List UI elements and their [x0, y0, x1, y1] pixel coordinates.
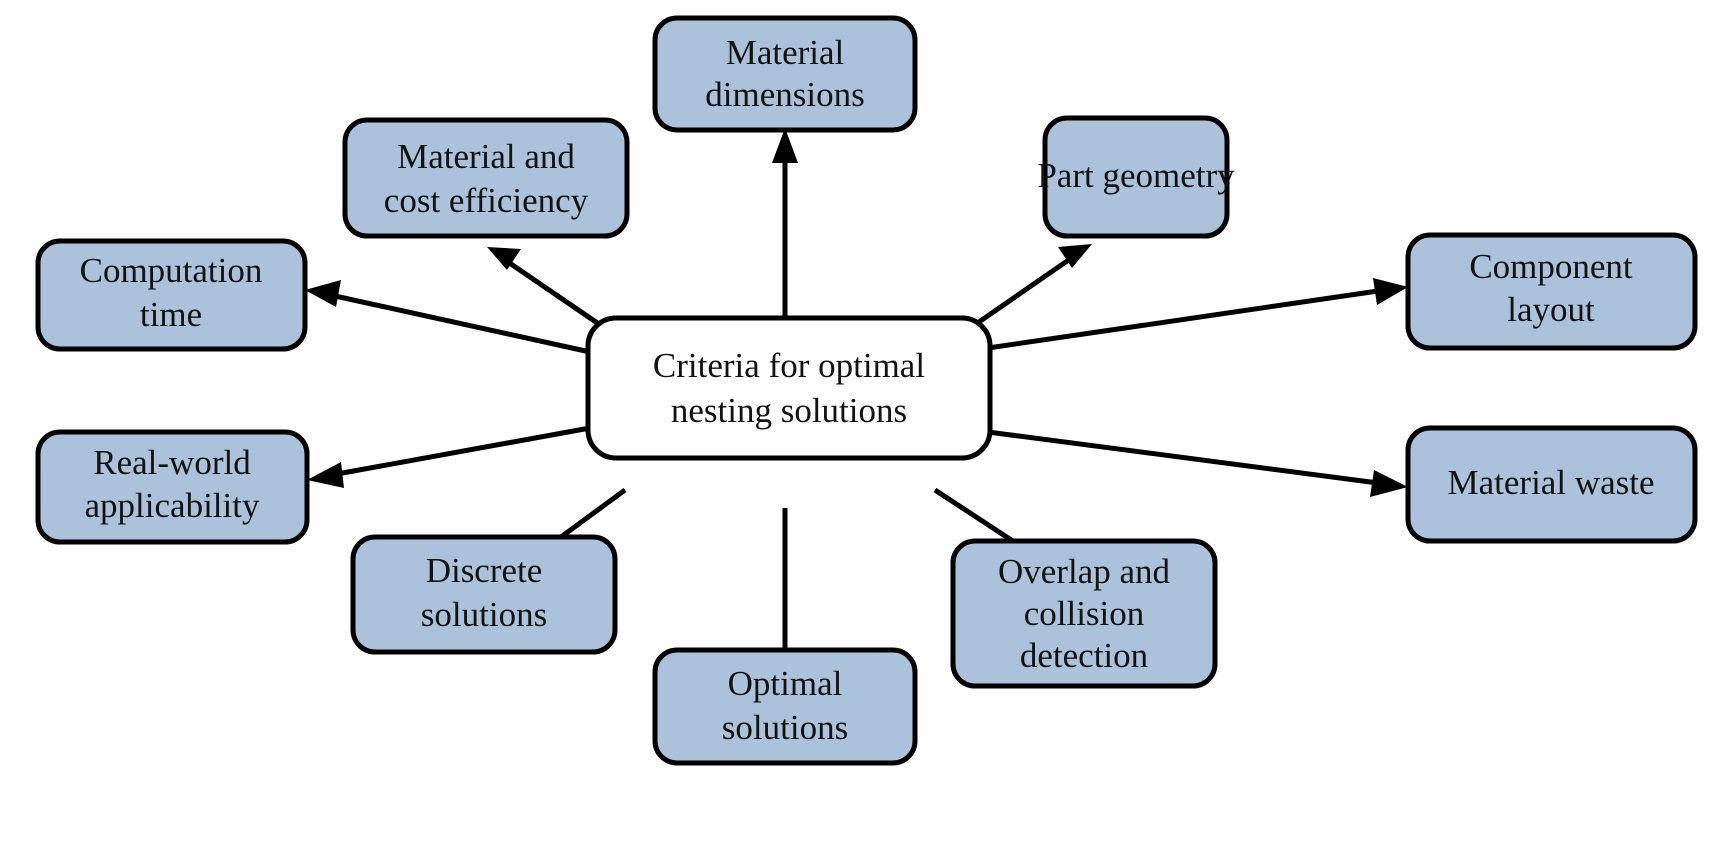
- node-discrete-solutions-line-1: Discrete: [426, 551, 543, 590]
- node-optimal-solutions-box[interactable]: [652, 647, 918, 766]
- node-center-criteria-line-1: Criteria for optimal: [653, 346, 925, 385]
- node-overlap-and-collision-detection-box[interactable]: [950, 538, 1218, 689]
- node-overlap-and-collision-detection-line-3: detection: [1020, 636, 1148, 675]
- node-discrete-solutions-line-2: solutions: [421, 595, 547, 634]
- arrow-head-icon: [772, 128, 798, 163]
- node-real-world-applicability-line-2: applicability: [85, 486, 260, 525]
- node-overlap-and-collision-detection-line-1: Overlap and: [998, 552, 1171, 591]
- node-material-waste-line-1: Material waste: [1448, 463, 1655, 502]
- arrow-head-icon: [305, 280, 341, 307]
- edge-center-to-material-dimensions: [772, 128, 798, 318]
- nodes-group: Material dimensions Material and cost ef…: [35, 15, 1698, 766]
- edge-center-to-real-world-applicability: [307, 425, 591, 488]
- node-center-criteria-box[interactable]: [585, 315, 993, 461]
- arrow-head-icon: [1373, 278, 1408, 305]
- node-discrete-solutions[interactable]: Discrete solutions: [350, 534, 618, 655]
- node-computation-time-line-2: time: [140, 295, 202, 334]
- node-center-criteria-line-2: nesting solutions: [671, 391, 907, 430]
- node-overlap-and-collision-detection[interactable]: Overlap and collision detection: [950, 538, 1218, 689]
- edge-center-to-material-waste: [987, 429, 1408, 497]
- node-optimal-solutions-line-1: Optimal: [728, 664, 843, 703]
- node-overlap-and-collision-detection-line-2: collision: [1024, 594, 1145, 633]
- edge-center-to-part-geometry: [961, 244, 1092, 336]
- node-component-layout-line-2: layout: [1507, 290, 1595, 329]
- node-computation-time-box[interactable]: [35, 238, 308, 352]
- node-real-world-applicability-box[interactable]: [35, 429, 310, 545]
- node-discrete-solutions-box[interactable]: [350, 534, 618, 655]
- node-component-layout-line-1: Component: [1469, 247, 1633, 286]
- node-real-world-applicability[interactable]: Real-world applicability: [35, 429, 310, 545]
- node-material-dimensions[interactable]: Material dimensions: [652, 15, 918, 133]
- node-real-world-applicability-line-1: Real-world: [93, 443, 251, 482]
- arrow-head-icon: [307, 462, 344, 488]
- arrow-head-icon: [1058, 244, 1092, 268]
- node-part-geometry-line-1: Part geometry: [1037, 156, 1235, 195]
- edge-center-to-material-and-cost-efficiency: [487, 247, 614, 336]
- node-material-dimensions-box[interactable]: [652, 15, 918, 133]
- node-material-and-cost-efficiency-box[interactable]: [342, 117, 630, 239]
- node-material-and-cost-efficiency-line-1: Material and: [397, 137, 575, 176]
- arrow-head-icon: [487, 247, 521, 270]
- node-material-dimensions-line-1: Material: [726, 33, 845, 72]
- edge-center-to-computation-time: [305, 280, 591, 355]
- node-component-layout-box[interactable]: [1405, 232, 1698, 351]
- node-center-criteria[interactable]: Criteria for optimal nesting solutions: [585, 315, 993, 461]
- node-computation-time[interactable]: Computation time: [35, 238, 308, 352]
- node-material-and-cost-efficiency-line-2: cost efficiency: [384, 181, 589, 220]
- node-optimal-solutions-line-2: solutions: [722, 708, 848, 747]
- node-material-waste-box[interactable]: [1405, 425, 1698, 544]
- node-material-dimensions-line-2: dimensions: [705, 75, 864, 114]
- arrow-head-icon: [1370, 470, 1408, 497]
- node-optimal-solutions[interactable]: Optimal solutions: [652, 647, 918, 766]
- node-part-geometry-box[interactable]: [1042, 115, 1230, 239]
- node-material-waste[interactable]: Material waste: [1405, 425, 1698, 544]
- node-component-layout[interactable]: Component layout: [1405, 232, 1698, 351]
- node-material-and-cost-efficiency[interactable]: Material and cost efficiency: [342, 117, 630, 239]
- edge-center-to-component-layout: [987, 278, 1408, 351]
- node-computation-time-line-1: Computation: [80, 251, 263, 290]
- node-part-geometry[interactable]: Part geometry: [1037, 115, 1235, 239]
